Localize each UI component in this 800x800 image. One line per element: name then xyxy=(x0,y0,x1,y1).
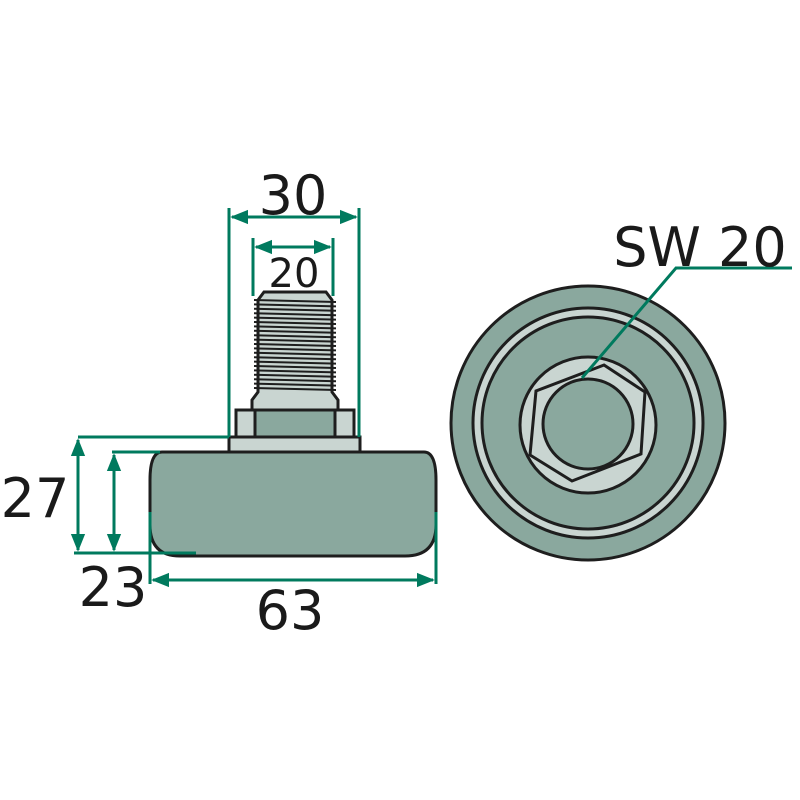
thread-line xyxy=(253,338,337,343)
wrench-size-label: SW 20 xyxy=(613,216,787,279)
thread-line xyxy=(253,343,337,347)
thread-line xyxy=(253,373,337,378)
thread-line xyxy=(253,307,337,312)
thread-line xyxy=(253,334,337,339)
thread-line xyxy=(253,303,337,308)
thread-line xyxy=(253,356,337,361)
thread-line xyxy=(253,299,337,303)
thread-line xyxy=(253,387,337,391)
thread-line xyxy=(253,378,337,383)
dim-label-30: 30 xyxy=(259,164,328,227)
thread-line xyxy=(253,360,337,365)
thread-line xyxy=(253,325,337,330)
dim-label-20: 20 xyxy=(269,251,320,297)
dim-label-63: 63 xyxy=(256,579,325,642)
dim-label-27: 27 xyxy=(1,467,70,530)
side-view xyxy=(148,290,438,558)
dimension-lines xyxy=(70,208,792,588)
hex-nut xyxy=(234,408,356,439)
threaded-stud xyxy=(250,290,340,412)
front-view xyxy=(449,284,727,562)
thread-line xyxy=(253,316,337,321)
roller-body xyxy=(148,450,438,558)
thread-line xyxy=(253,351,337,356)
thread-line xyxy=(253,321,337,325)
thread-line xyxy=(253,369,337,374)
thread-line xyxy=(253,329,337,334)
thread-line xyxy=(253,312,337,317)
thread-line xyxy=(253,347,337,352)
dim-label-23: 23 xyxy=(79,556,148,619)
thread-line xyxy=(253,365,337,369)
thread-line xyxy=(253,382,337,387)
